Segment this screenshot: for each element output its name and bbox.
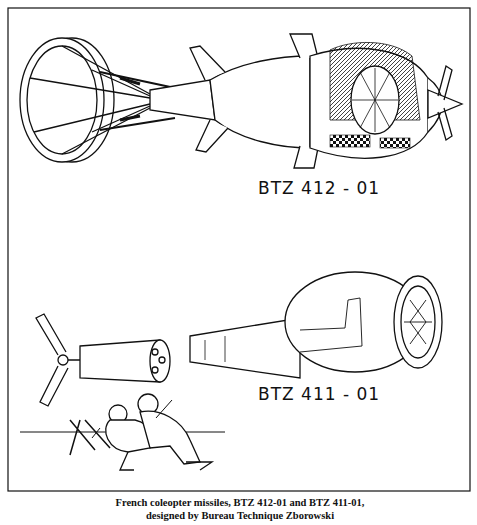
figure-caption: French coleopter missiles, BTZ 412-01 an… <box>95 496 385 522</box>
btz-411-missile <box>36 272 442 406</box>
btz-412-missile <box>20 34 462 168</box>
missile-designation: BTZ 412 - 01 <box>258 178 380 198</box>
missile-designation: BTZ 411 - 01 <box>258 384 380 404</box>
launch-crew <box>20 394 225 470</box>
frame <box>8 8 470 491</box>
